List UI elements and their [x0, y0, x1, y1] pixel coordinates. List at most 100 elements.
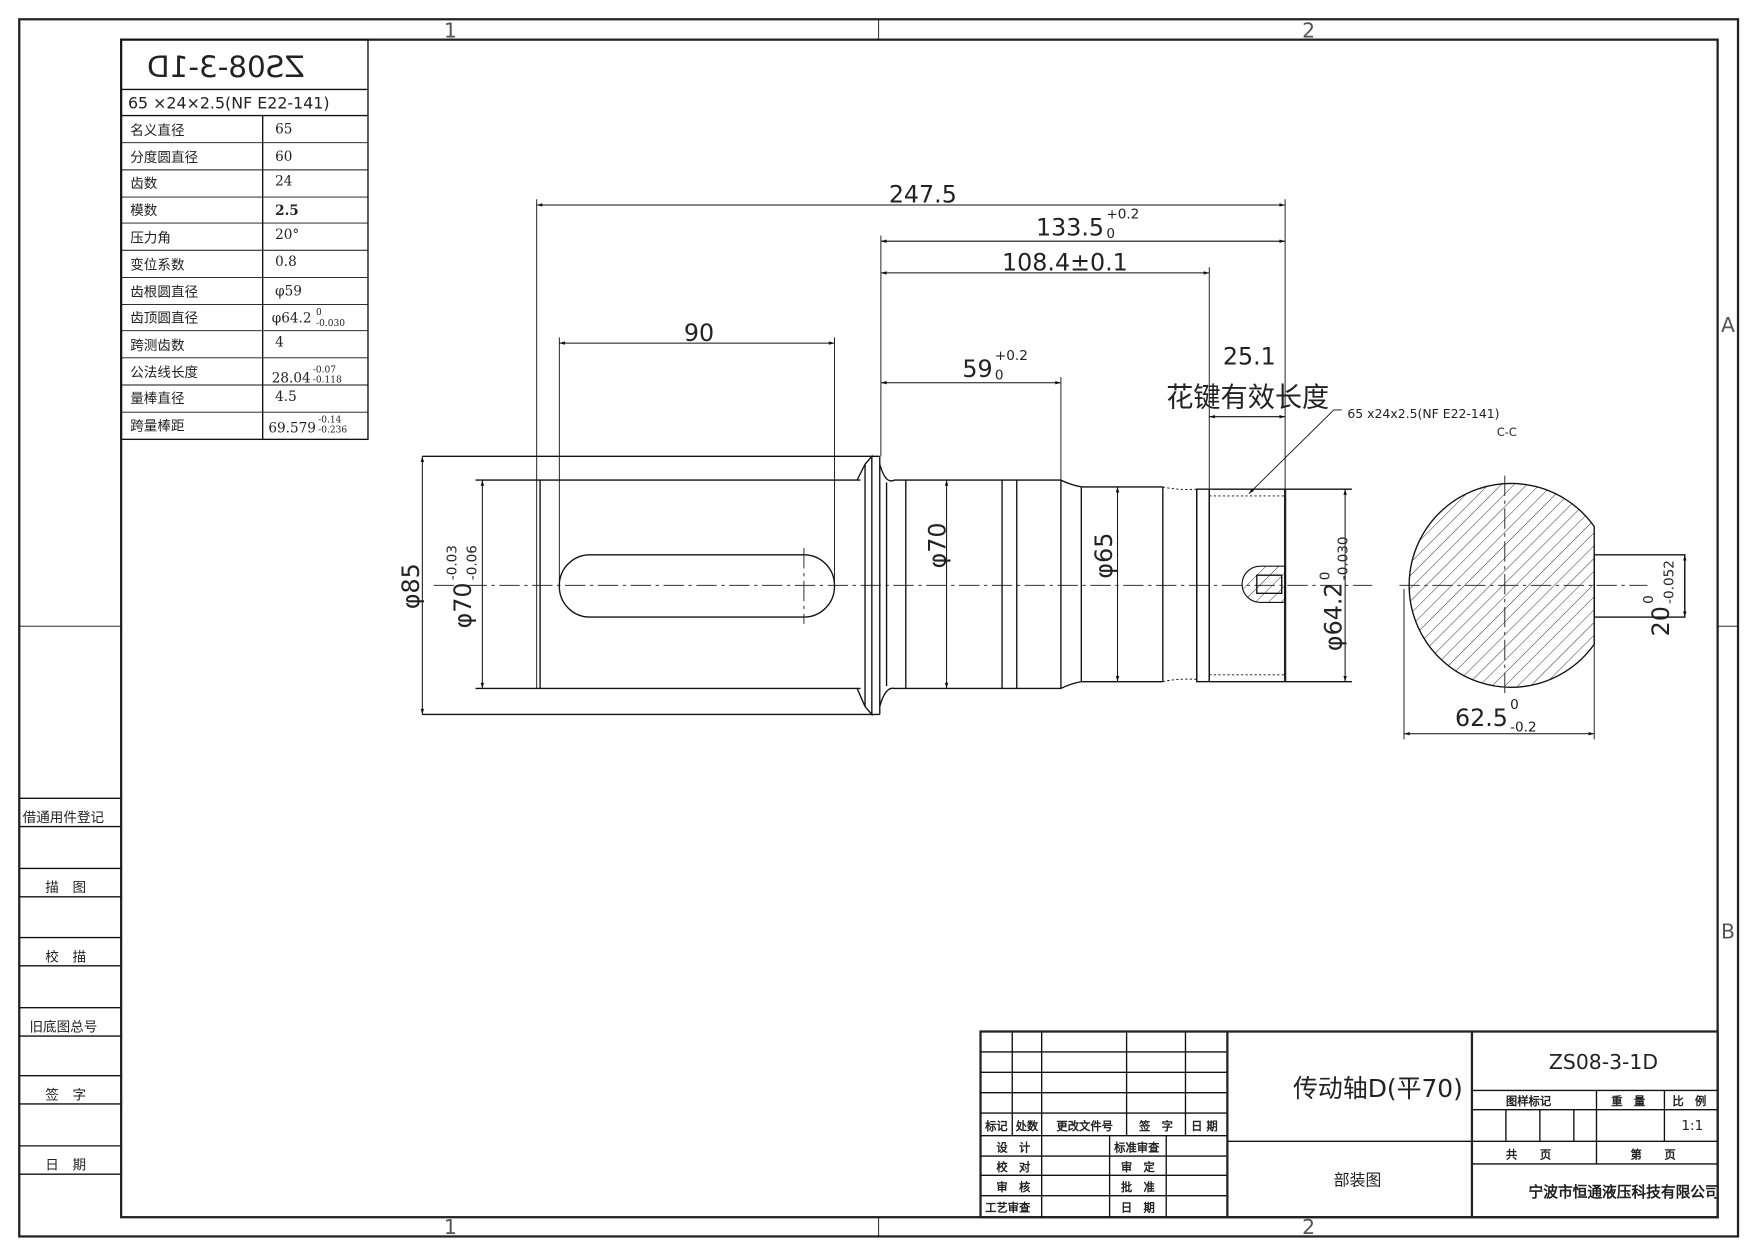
dim-overall-length: 247.5: [889, 181, 957, 209]
side-label-date: 日 期: [45, 1158, 86, 1174]
dim-phi70: φ70: [923, 522, 951, 568]
spec-label: 跨量棒距: [130, 418, 185, 434]
svg-text:-0.118: -0.118: [313, 376, 342, 386]
total-pages: 共 页: [1506, 1147, 1551, 1161]
spec-label: 齿顶圆直径: [130, 311, 198, 327]
svg-text:0: 0: [1510, 697, 1519, 713]
spec-label: 公法线长度: [130, 365, 198, 381]
dim-phi64-2: φ64.2 0 -0.030: [1317, 536, 1351, 651]
section-label: C-C: [1497, 425, 1517, 439]
spec-label: 齿数: [130, 176, 158, 192]
side-label-signature: 签 字: [45, 1086, 86, 1103]
rev-header-count: 处数: [1015, 1119, 1039, 1133]
scale-value: 1:1: [1681, 1118, 1703, 1134]
dim-phi85: φ85: [397, 563, 425, 609]
spec-value: φ59: [275, 284, 302, 300]
spec-label: 跨测齿数: [130, 338, 185, 354]
spec-value: 20°: [275, 227, 299, 243]
spec-value-with-tolerance: φ64.2 0 -0.030: [272, 308, 345, 329]
dimensions: 247.5 133.5 +0.2 0 108.4±0.1 90 59 +0.2 …: [397, 181, 1500, 715]
drawing-frame: 1 2 1 2 A B: [18, 18, 1740, 1239]
dim-spline-25-1: 25.1: [1223, 343, 1276, 371]
svg-text:0: 0: [1641, 595, 1657, 604]
svg-text:-0.030: -0.030: [1335, 536, 1351, 580]
svg-text:69.579: 69.579: [268, 421, 316, 437]
page-number: 第 页: [1630, 1147, 1675, 1161]
svg-text:φ64.2: φ64.2: [272, 311, 312, 327]
spec-label: 齿根圆直径: [130, 285, 198, 301]
spec-value: 4: [275, 334, 284, 350]
spec-label: 变位系数: [130, 258, 185, 274]
svg-text:-0.236: -0.236: [318, 426, 347, 436]
sign-approve: 审 定: [1121, 1160, 1156, 1174]
sign-standard: 标准审查: [1113, 1141, 1160, 1155]
scale-label: 比 例: [1672, 1094, 1706, 1108]
svg-text:0: 0: [316, 308, 322, 318]
svg-text:+0.2: +0.2: [1106, 207, 1139, 223]
spec-value-with-tolerance: 69.579 -0.14 -0.236: [268, 415, 347, 436]
dim-phi65: φ65: [1090, 533, 1118, 579]
sign-process: 工艺审查: [985, 1201, 1031, 1215]
svg-text:0: 0: [1317, 572, 1333, 581]
svg-text:+0.2: +0.2: [995, 348, 1028, 364]
sign-review: 审 核: [996, 1180, 1031, 1194]
spec-value: 65: [275, 122, 292, 138]
drawing-number: ZS08-3-1D: [1549, 1050, 1658, 1074]
dim-phi70-tol: φ70 -0.03 -0.06: [444, 545, 480, 628]
spec-label: 量棒直径: [130, 391, 184, 407]
spec-value: 4.5: [275, 389, 297, 405]
spec-value-with-tolerance: 28.04 -0.07 -0.118: [272, 366, 342, 387]
spec-value: 60: [275, 149, 292, 165]
spline-spec-header: 65 ×24×2.5(NF E22-141): [128, 94, 330, 113]
side-registration-strip: 借通用件登记 描 图 校 描 旧底图总号 签 字 日 期: [19, 797, 122, 1175]
mark-label: 图样标记: [1506, 1094, 1552, 1108]
dim-108-4: 108.4±0.1: [1002, 249, 1128, 277]
zone-marker-top-2: 2: [1302, 18, 1315, 42]
sign-check: 校 对: [996, 1160, 1031, 1174]
dim-59: 59 +0.2 0: [962, 348, 1027, 383]
zone-marker-right-b: B: [1721, 920, 1735, 944]
side-label-trace: 描 图: [45, 880, 86, 896]
svg-text:0: 0: [995, 367, 1004, 383]
sign-ratify: 批 准: [1121, 1180, 1156, 1194]
svg-text:20: 20: [1647, 606, 1675, 636]
dim-section-key-20: 20 0 -0.052: [1641, 560, 1677, 636]
spline-length-note: 花键有效长度: [1166, 383, 1329, 414]
spec-label: 名义直径: [130, 123, 184, 139]
svg-text:φ64.2: φ64.2: [1320, 582, 1348, 651]
zone-marker-top-1: 1: [444, 18, 457, 42]
rev-header-mark: 标记: [984, 1119, 1008, 1133]
shaft-main-view: [422, 454, 1373, 717]
side-label-borrow-register: 借通用件登记: [23, 810, 105, 826]
side-label-old-drawing-no: 旧底图总号: [29, 1020, 97, 1036]
svg-text:28.04: 28.04: [272, 371, 311, 387]
spline-callout: 65 x24x2.5(NF E22-141): [1347, 406, 1499, 421]
spec-label: 分度圆直径: [130, 150, 198, 166]
svg-text:-0.030: -0.030: [316, 319, 345, 329]
rev-header-date: 日 期: [1191, 1119, 1218, 1133]
svg-text:-0.06: -0.06: [465, 545, 481, 580]
dim-keyway-90: 90: [684, 319, 714, 347]
svg-text:-0.03: -0.03: [444, 545, 460, 580]
svg-text:0: 0: [1106, 226, 1115, 242]
drawing-type: 部装图: [1334, 1170, 1382, 1189]
title-block: 标记 处数 更改文件号 签 字 日 期 设 计 校 对 审 核 工艺审查 标准审…: [979, 1030, 1720, 1219]
part-name: 传动轴D(平70): [1293, 1074, 1463, 1103]
zone-marker-bottom-2: 2: [1302, 1215, 1315, 1239]
spec-value: 2.5: [275, 203, 299, 219]
dim-133-5: 133.5 +0.2 0: [1036, 207, 1139, 242]
keyway-slot: [558, 554, 836, 618]
rev-header-doc: 更改文件号: [1056, 1119, 1113, 1133]
section-view-c-c: C-C 62.5 0 -0.2 20 0 -0.052: [1399, 425, 1687, 740]
dim-section-62-5: 62.5 0 -0.2: [1455, 697, 1537, 736]
svg-text:-0.2: -0.2: [1510, 719, 1537, 735]
sign-date: 日 期: [1121, 1201, 1155, 1215]
center-hole: [1241, 565, 1286, 603]
svg-text:-0.052: -0.052: [1661, 560, 1677, 604]
spec-value: 0.8: [275, 254, 297, 270]
zone-marker-bottom-1: 1: [444, 1215, 457, 1239]
svg-text:-0.07: -0.07: [313, 366, 336, 376]
